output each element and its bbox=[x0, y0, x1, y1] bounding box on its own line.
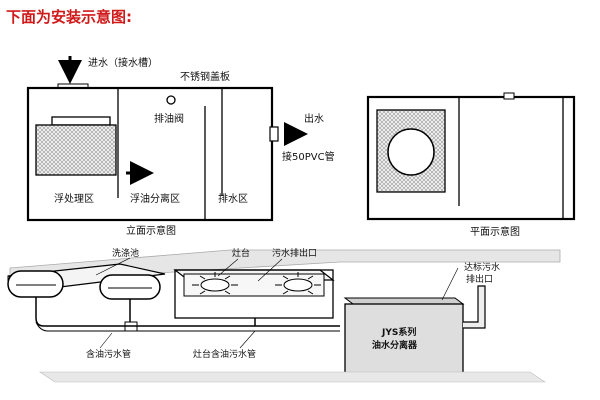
pvc-label: 接50PVC管 bbox=[282, 150, 335, 163]
page-title: 下面为安装示意图: bbox=[6, 8, 132, 26]
water-out-label: 出水 bbox=[304, 112, 324, 125]
stove-pipe-label: 灶台含油污水管 bbox=[193, 348, 256, 360]
oily-pipe bbox=[35, 317, 340, 327]
sink-basin-1 bbox=[7, 270, 64, 298]
kitchen-view: 洗涤池 含油污水管 灶台 污水排出口 灶台含油污水管 JYS bbox=[7, 247, 561, 383]
floor bbox=[39, 371, 546, 383]
strainer-basket bbox=[35, 124, 117, 176]
sink-label: 洗涤池 bbox=[112, 247, 139, 259]
separator-label-2: 油水分离器 bbox=[372, 339, 418, 351]
oil-valve-label: 排油阀 bbox=[154, 112, 184, 125]
elevation-caption: 立面示意图 bbox=[126, 224, 176, 237]
burner-1 bbox=[192, 272, 238, 295]
elevation-view: 进水（接水槽） 不锈钢盖板 排油阀 出水 接50PVC管 浮处理区 浮油分离区 … bbox=[26, 56, 335, 237]
oil-valve-icon bbox=[166, 95, 176, 105]
water-in-label: 进水（接水槽） bbox=[88, 56, 158, 69]
plan-view: 平面示意图 bbox=[366, 92, 576, 238]
plan-caption: 平面示意图 bbox=[470, 225, 520, 238]
stove-label: 灶台 bbox=[232, 247, 250, 259]
outlet-pipe bbox=[269, 126, 279, 142]
oily-pipe-label: 含油污水管 bbox=[86, 348, 131, 360]
plan-outlet bbox=[503, 92, 515, 100]
jys-separator bbox=[344, 303, 464, 377]
standard-outlet-pipe bbox=[463, 285, 486, 329]
separator-label-1: JYS系列 bbox=[381, 326, 416, 338]
plan-drain-circle bbox=[387, 128, 435, 176]
zone-sep-label: 浮油分离区 bbox=[130, 192, 180, 205]
sink-basin-2 bbox=[99, 274, 161, 300]
standard-outlet-label-1: 达标污水 bbox=[464, 261, 500, 273]
basket-lid bbox=[51, 116, 111, 126]
cover-label: 不锈钢盖板 bbox=[180, 70, 230, 83]
standard-outlet-label-2: 排出口 bbox=[466, 273, 493, 285]
stove-outlet-label: 污水排出口 bbox=[272, 247, 317, 259]
stove-body bbox=[174, 269, 334, 319]
zone-float-label: 浮处理区 bbox=[54, 193, 94, 205]
zone-drain-label: 排水区 bbox=[218, 192, 248, 205]
burner-2 bbox=[275, 272, 321, 295]
